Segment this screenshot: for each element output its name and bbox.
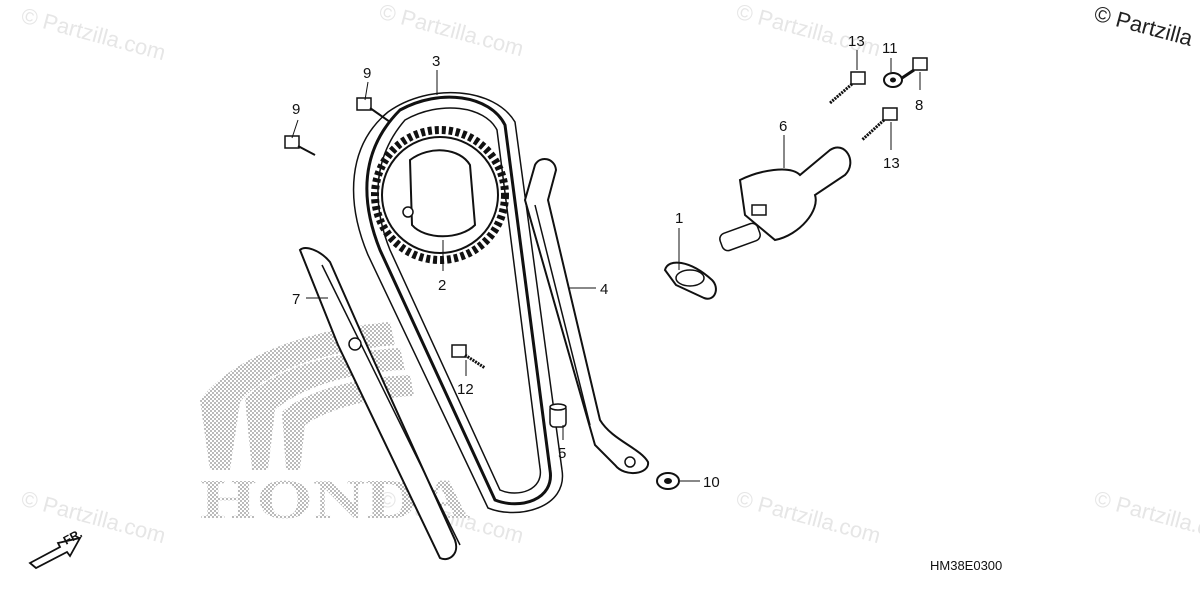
bolt [356, 97, 391, 123]
callout-8: 8 [915, 97, 923, 114]
callout-5: 5 [558, 445, 566, 462]
callout-13: 13 [883, 155, 900, 172]
watermark-text: © Partzilla.com [19, 486, 169, 549]
gasket [663, 261, 717, 300]
bolt [451, 344, 486, 370]
callout-9: 9 [292, 101, 300, 118]
watermark-text: © Partzilla.com [19, 3, 169, 66]
sealing-washer [883, 72, 903, 88]
diagram-code: HM38E0300 [930, 558, 1002, 573]
watermark-corner-text: © Partzilla [1092, 1, 1196, 51]
cam-chain [352, 91, 564, 514]
tensioner-lifter [719, 146, 852, 252]
callout-7: 7 [292, 291, 300, 308]
watermark-text: © Partzilla.com [734, 0, 884, 61]
washer [656, 472, 680, 490]
cam-sprocket [371, 126, 509, 264]
callout-10: 10 [703, 474, 720, 491]
callout-13: 13 [848, 33, 865, 50]
callout-9: 9 [363, 65, 371, 82]
callout-6: 6 [779, 118, 787, 135]
leader-lines [291, 50, 921, 482]
callout-12: 12 [457, 381, 474, 398]
bolt [860, 107, 898, 142]
watermark-text: © Partzilla.com [377, 0, 527, 61]
collar [549, 403, 567, 428]
callout-11: 11 [882, 40, 898, 57]
callout-2: 2 [438, 277, 446, 294]
chain-guide [523, 158, 650, 474]
watermark-group: © Partzilla.com © Partzilla.com © Partzi… [19, 0, 1200, 548]
callout-1: 1 [675, 210, 683, 227]
callout-3: 3 [432, 53, 440, 70]
bolt [284, 135, 316, 156]
front-direction-arrow-icon: FR. [28, 526, 84, 570]
bolt [829, 71, 866, 105]
tensioner-slipper [298, 247, 461, 560]
watermark-text: © Partzilla.com [734, 486, 884, 549]
callout-4: 4 [600, 281, 608, 298]
watermark-text: © Partzilla.com [1092, 486, 1200, 549]
bolt [901, 57, 928, 80]
